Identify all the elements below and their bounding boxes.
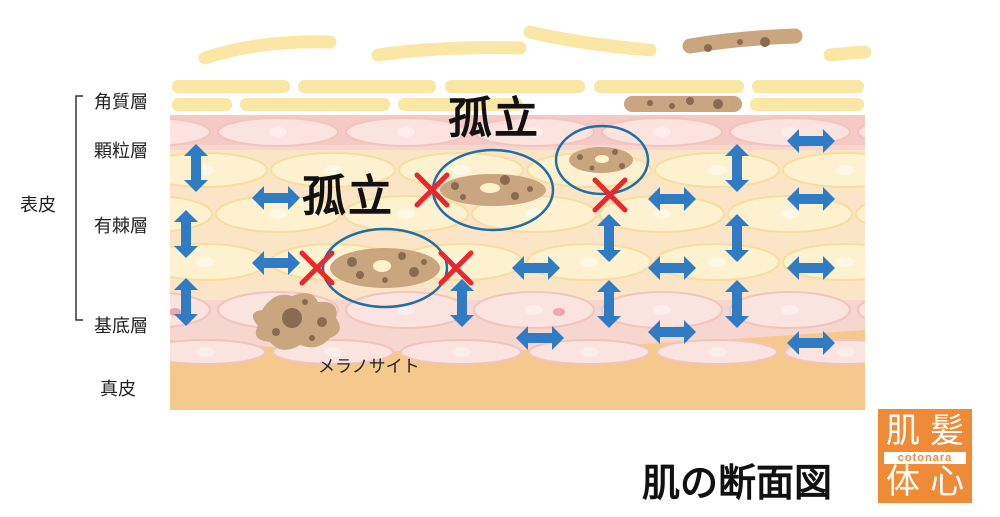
logo-char-4: 心	[930, 462, 964, 502]
label-spinous-layer: 有棘層	[94, 216, 148, 237]
corneum-flakes	[198, 25, 872, 65]
logo-char-3: 体	[886, 462, 920, 502]
label-stratum-corneum: 角質層	[94, 92, 148, 113]
label-epidermis: 表皮	[20, 195, 56, 216]
brand-logo: 肌 髪 cotonara 体 心	[878, 409, 972, 503]
isolated-label-top: 孤立	[448, 93, 540, 144]
logo-char-1: 肌	[886, 411, 920, 451]
label-granular-layer: 顆粒層	[94, 141, 148, 162]
epidermis-bracket	[75, 95, 83, 321]
melanin-cells	[252, 147, 633, 350]
melanocyte-label: メラノサイト	[318, 357, 420, 377]
isolated-label-middle: 孤立	[302, 171, 394, 222]
logo-char-2: 髪	[930, 411, 964, 451]
logo-subtext: cotonara	[884, 452, 966, 464]
stratum-corneum-layer	[172, 80, 864, 112]
diagram-title: 肌の断面図	[642, 461, 833, 505]
label-dermis: 真皮	[100, 379, 136, 400]
label-basal-layer: 基底層	[94, 316, 148, 337]
